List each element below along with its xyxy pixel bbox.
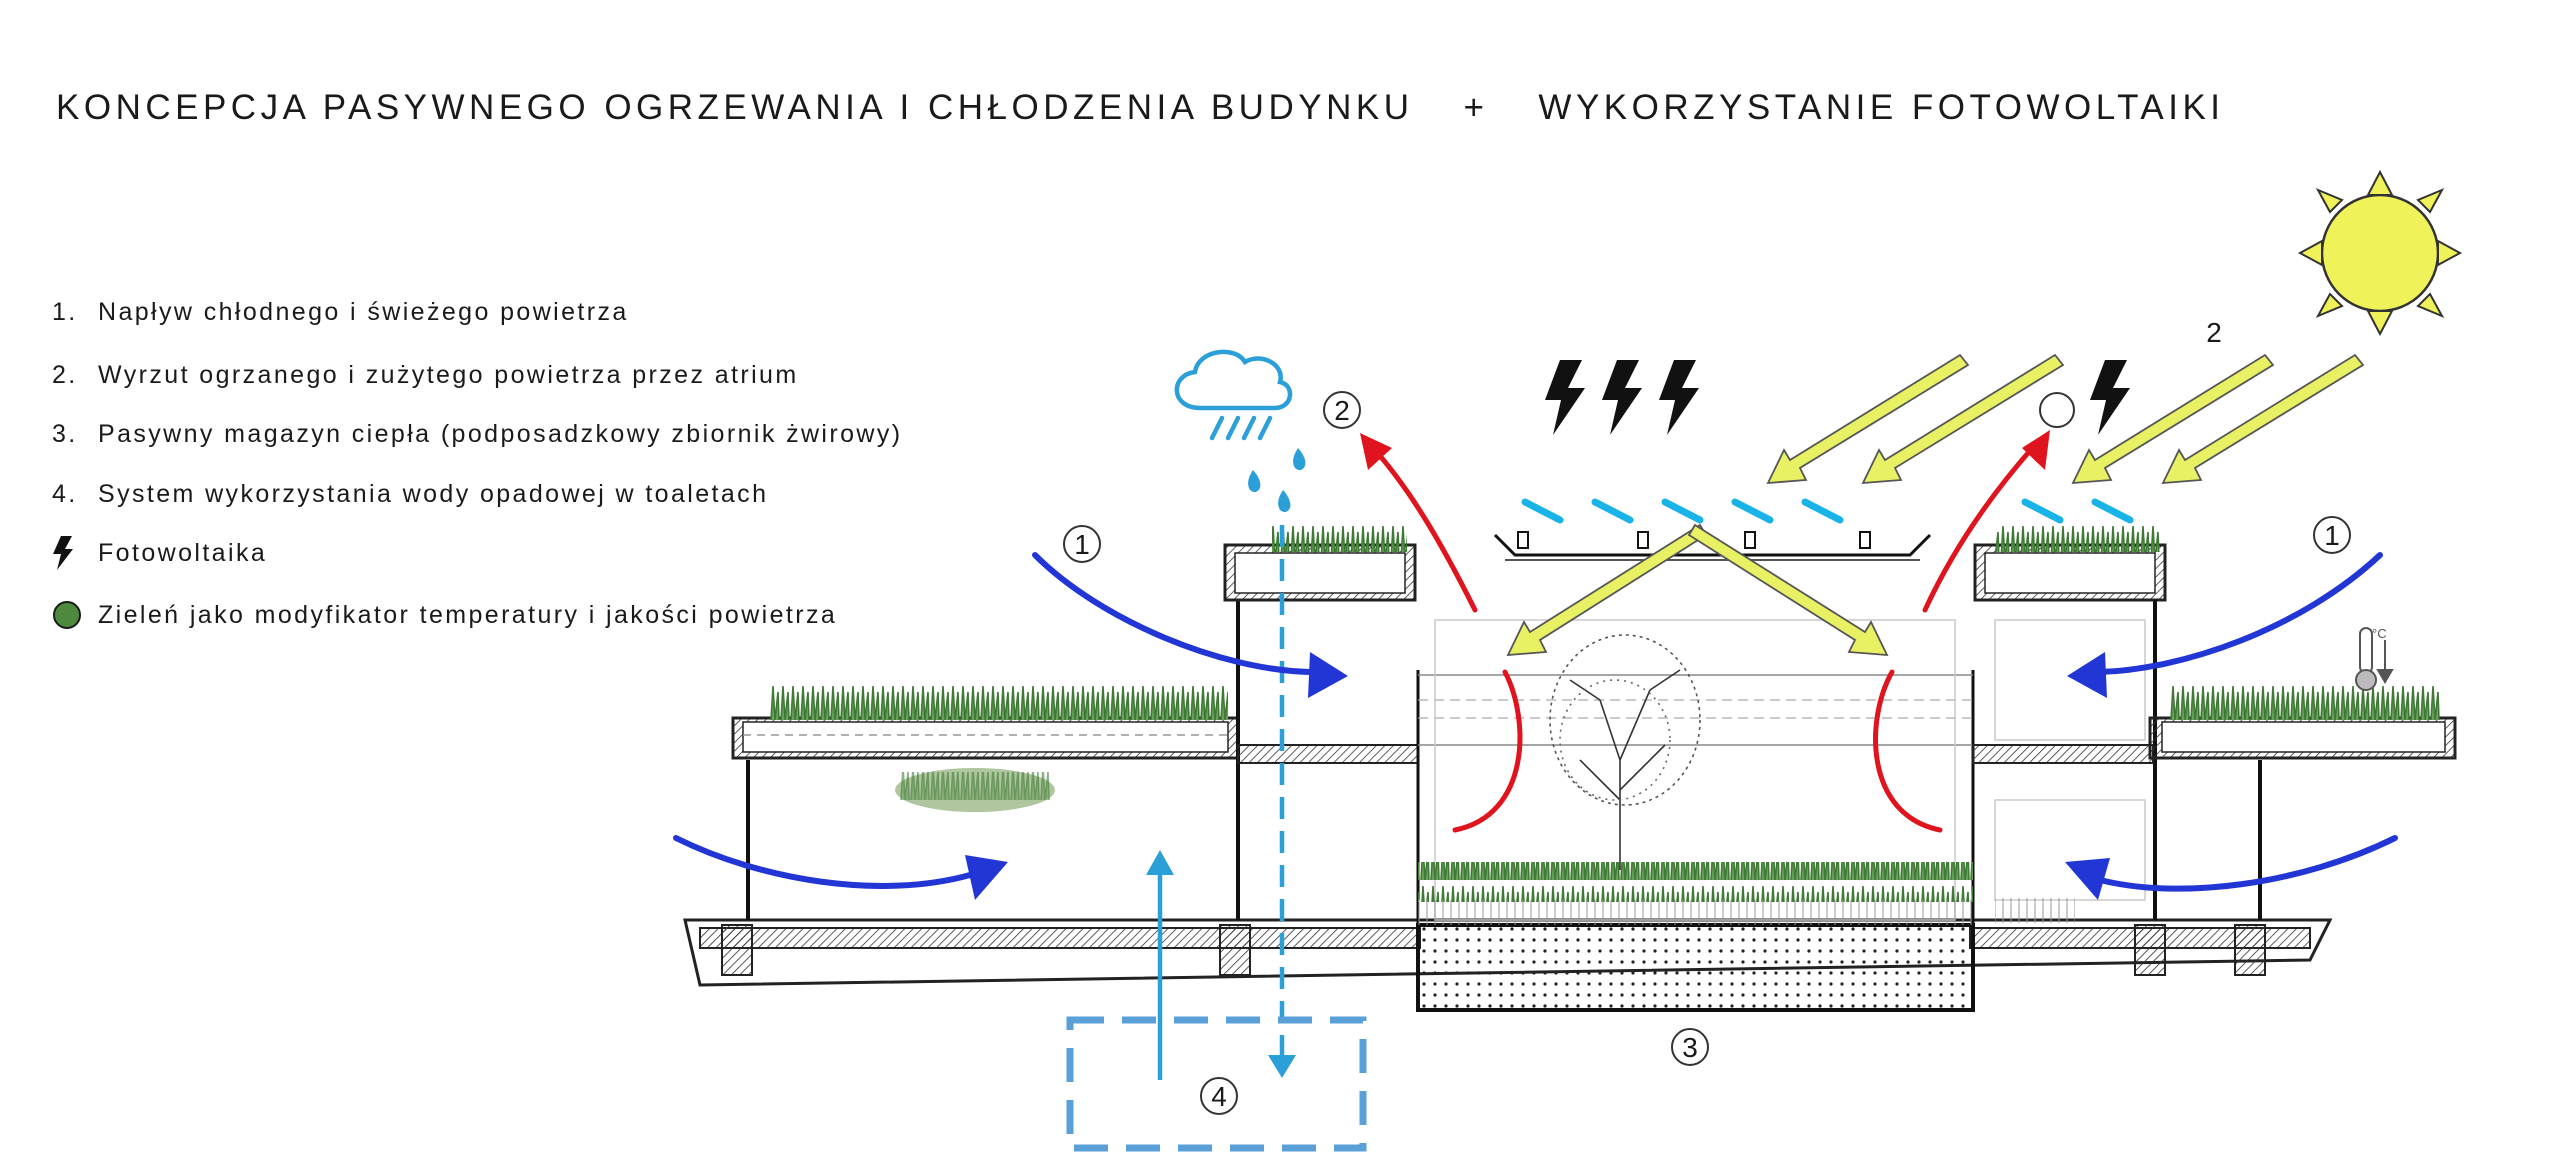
callout-1-left: 1 — [1074, 529, 1090, 560]
rainwater-down-arrowhead — [1268, 1055, 1296, 1078]
legend-item-1: 1. Napływ chłodnego i świeżego powietrza — [52, 292, 629, 332]
empty-circle-marker — [2039, 392, 2075, 428]
water-up-arrowhead — [1146, 850, 1174, 875]
warm-air-arrow-right-exhaust — [1922, 442, 2038, 613]
atrium-tree — [1549, 634, 1701, 870]
pv-panels — [1521, 498, 2134, 524]
legend-marker: 1. — [52, 297, 78, 326]
legend-item-3: 3. Pasywny magazyn ciepła (podposadzkowy… — [52, 414, 903, 454]
page-title: KONCEPCJA PASYWNEGO OGRZEWANIA I CHŁODZE… — [56, 88, 2225, 128]
legend-text: Pasywny magazyn ciepła (podposadzkowy zb… — [98, 419, 903, 448]
lightning-icon — [2090, 360, 2130, 435]
title-right: WYKORZYSTANIE FOTOWOLTAIKI — [1538, 88, 2225, 127]
gravel-storage-tank — [1416, 923, 1975, 1012]
rain-drops — [1248, 448, 1306, 513]
rain-cloud-icon — [1174, 349, 1293, 441]
legend-marker: 4. — [52, 479, 78, 508]
warm-air-arrowheads — [1360, 430, 2050, 470]
lightning-icon — [1659, 360, 1699, 435]
legend-marker: 2. — [52, 360, 78, 389]
warm-air-arrow-right-inner — [1873, 669, 1943, 833]
pv-lightning-icons — [1545, 360, 2130, 435]
title-left: KONCEPCJA PASYWNEGO OGRZEWANIA I CHŁODZE… — [56, 88, 1414, 127]
greenery — [770, 520, 2440, 925]
sun-icon — [2297, 169, 2463, 337]
cool-air-arrows — [673, 552, 2398, 892]
cool-air-arrowheads — [965, 652, 2110, 900]
legend-marker: 3. — [52, 419, 78, 448]
cool-air-arrow-right-lower — [2097, 835, 2398, 892]
cool-air-arrow-left-lower — [673, 835, 973, 889]
legend-text: Zieleń jako modyfikator temperatury i ja… — [98, 600, 838, 629]
legend-item-2: 2. Wyrzut ogrzanego i zużytego powietrza… — [52, 355, 799, 395]
callout-1-right: 1 — [2324, 520, 2340, 551]
thermometer-icon: °C — [2355, 626, 2394, 691]
cool-air-arrow-left-upper — [1032, 552, 1313, 675]
lightning-icon — [1545, 360, 1585, 435]
green-circle-icon — [52, 599, 98, 631]
legend-item-5: Fotowoltaika — [52, 533, 267, 573]
legend-text: Wyrzut ogrzanego i zużytego powietrza pr… — [98, 360, 799, 389]
callout-2-left: 2 — [1334, 395, 1350, 426]
callout-4: 4 — [1211, 1081, 1227, 1112]
numbered-callouts: 1 1 2 2 3 4 — [1063, 317, 2351, 1115]
legend-text: Fotowoltaika — [98, 538, 268, 567]
lightning-icon — [52, 536, 98, 570]
thermometer-unit-label: °C — [2372, 626, 2387, 641]
callout-2-sun: 2 — [2206, 317, 2222, 348]
callout-3: 3 — [1682, 1032, 1698, 1063]
cool-air-arrow-right-upper — [2097, 552, 2383, 675]
legend-text: Napływ chłodnego i świeżego powietrza — [98, 297, 629, 326]
warm-air-arrow-left-inner — [1452, 669, 1523, 833]
warm-air-arrow-left-exhaust — [1372, 447, 1478, 613]
solar-rays — [1506, 353, 2365, 657]
warm-air-arrows — [1372, 442, 2038, 833]
title-plus: + — [1463, 88, 1489, 127]
lightning-icon — [1602, 360, 1642, 435]
building-structure — [683, 531, 2457, 1012]
legend-item-4: 4. System wykorzystania wody opadowej w … — [52, 474, 768, 514]
legend-text: System wykorzystania wody opadowej w toa… — [98, 479, 769, 508]
legend-item-6: Zieleń jako modyfikator temperatury i ja… — [52, 595, 837, 635]
